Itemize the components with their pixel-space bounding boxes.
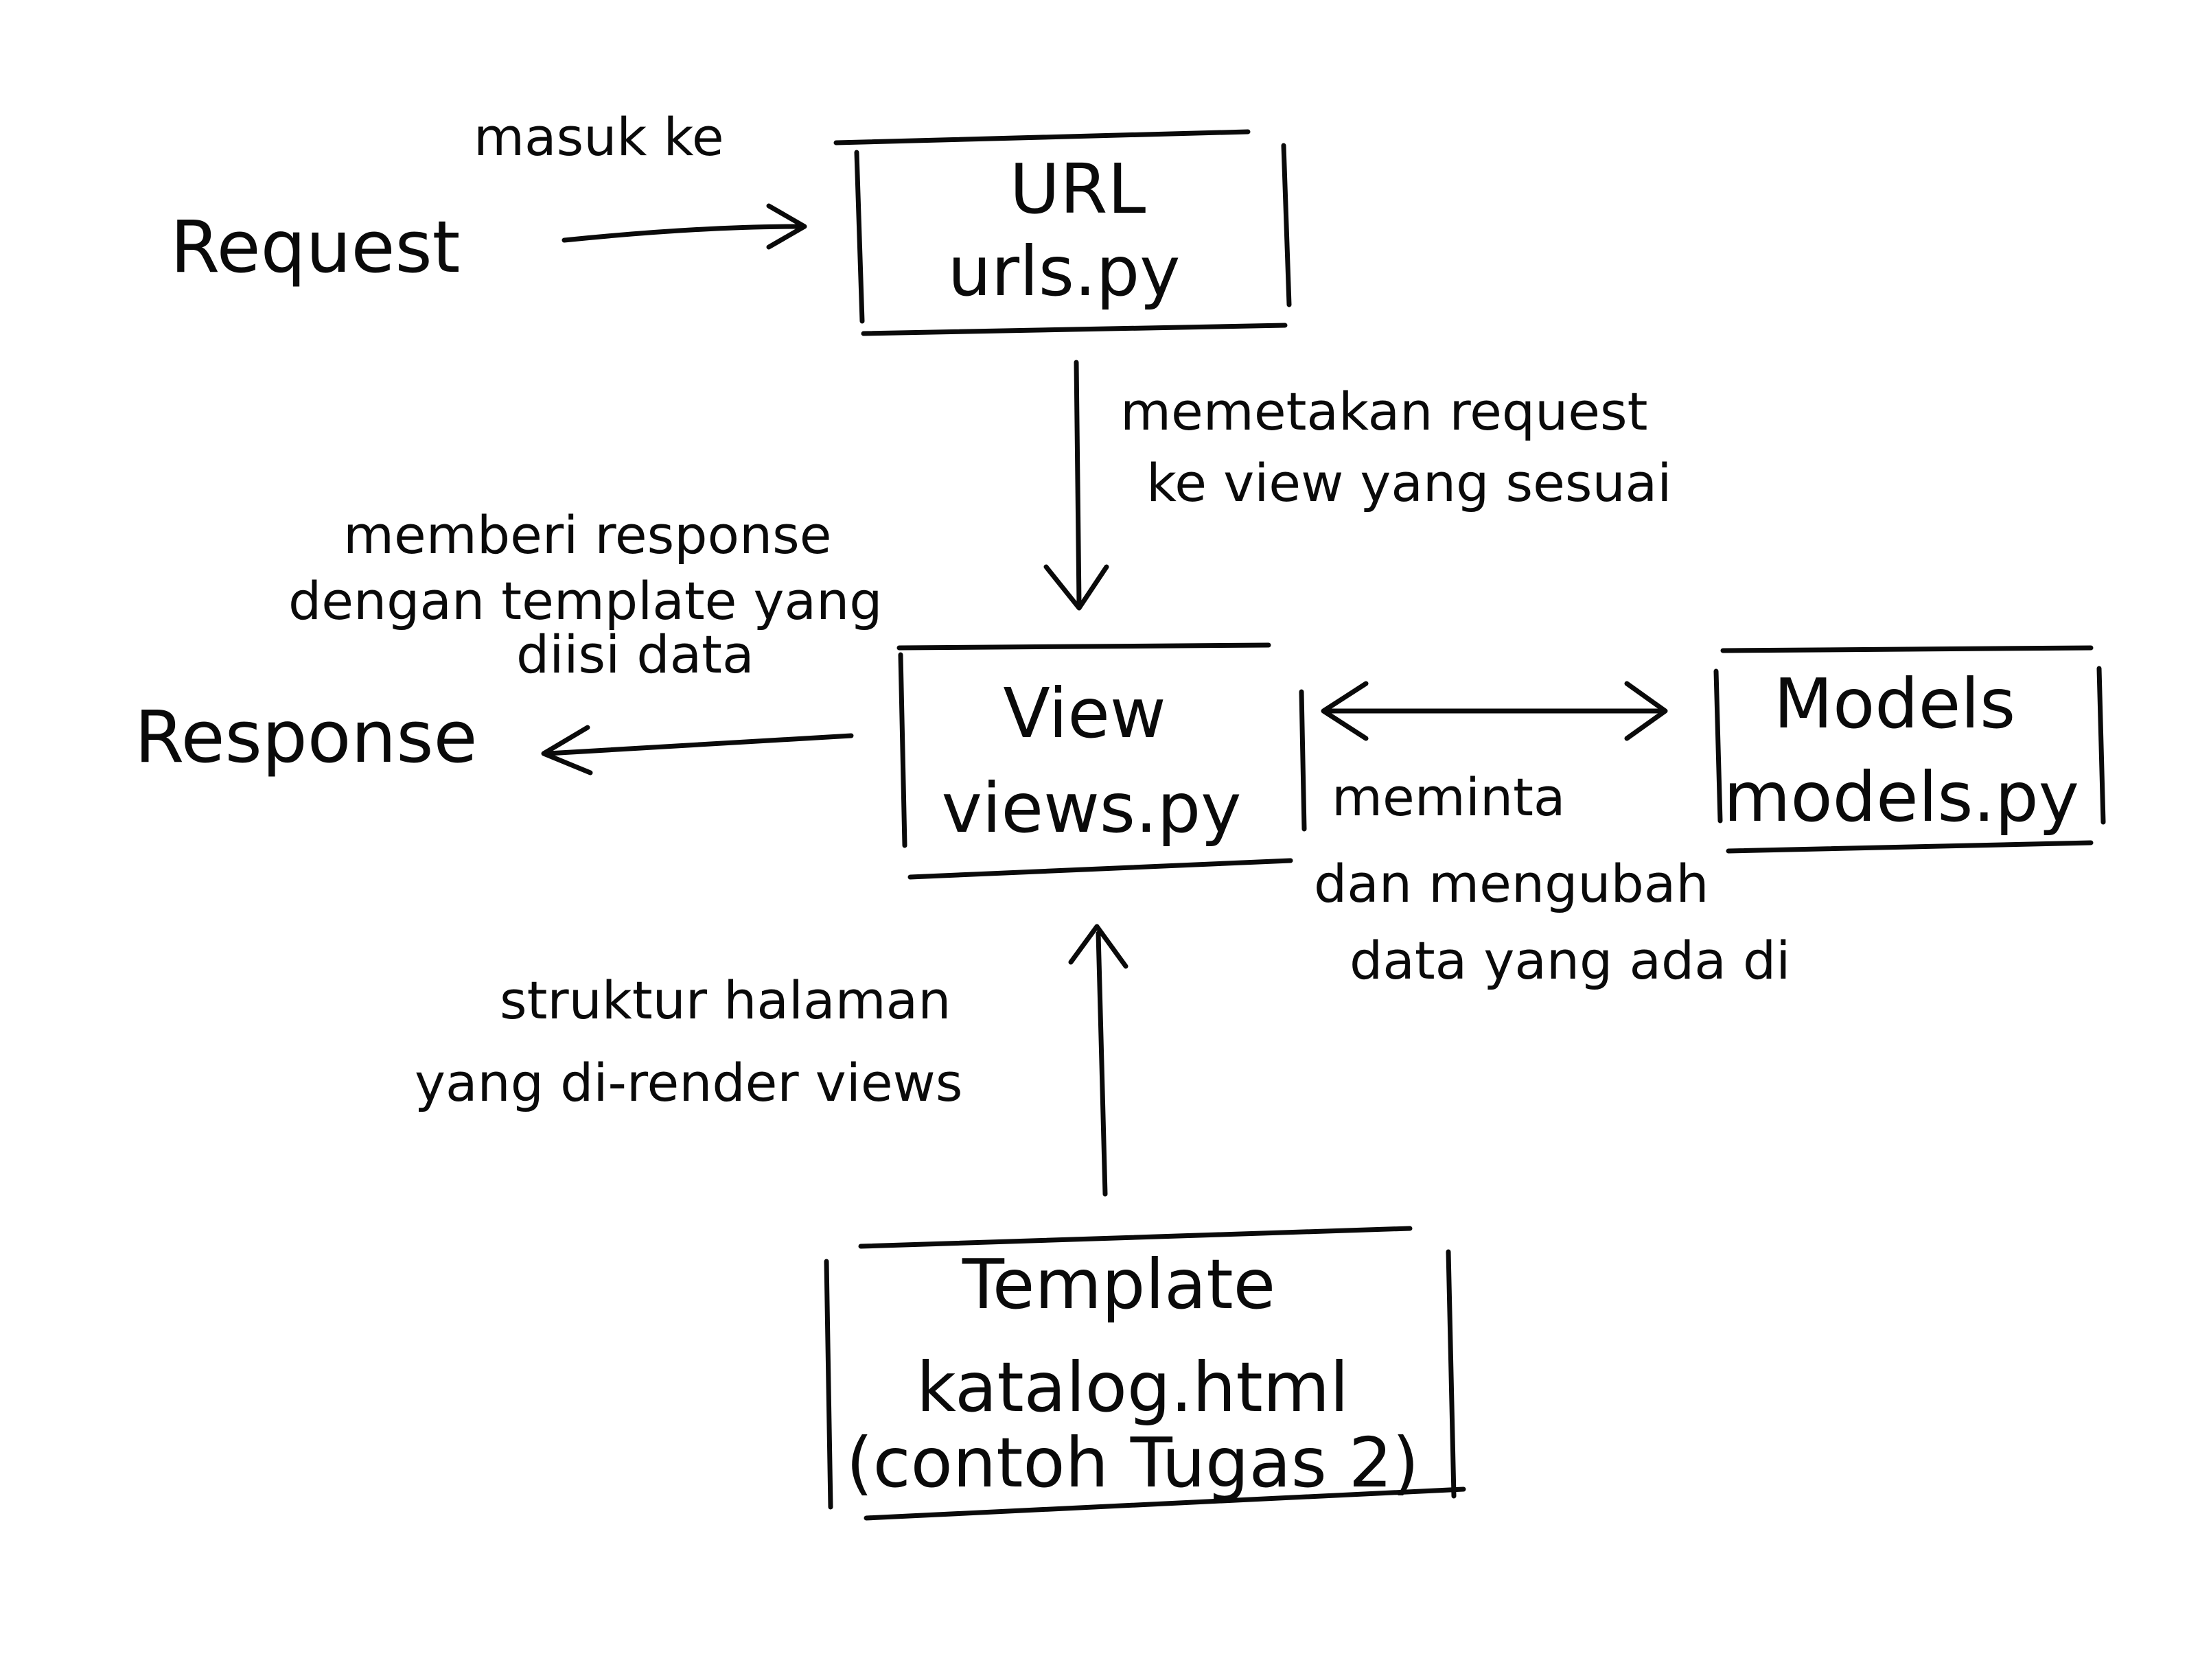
arrow-request-to-url [562, 203, 807, 250]
response-label: Response [135, 695, 477, 779]
arrow-view-models [1321, 681, 1668, 741]
models-box-title: Models [1774, 664, 2015, 744]
arrow-view-to-response [541, 725, 854, 775]
template-box-note: (contoh Tugas 2) [846, 1423, 1420, 1503]
url-box-title: URL [1010, 149, 1146, 229]
label-view-models-line-3: data yang ada di [1350, 930, 1790, 991]
view-box-title: View [1003, 673, 1166, 754]
label-view-to-response-line-2: dengan template yang [288, 570, 883, 631]
arrow-template-to-view [1068, 924, 1128, 1197]
view-box: View views.py [896, 642, 1307, 880]
view-box-file: views.py [942, 768, 1242, 848]
label-view-models: meminta dan mengubah data yang ada di [1314, 767, 1790, 991]
url-box: URL urls.py [833, 129, 1292, 336]
template-box-file: katalog.html [916, 1347, 1349, 1427]
label-view-models-line-1: meminta [1332, 767, 1565, 828]
label-url-to-view-line-1: memetakan request [1120, 381, 1647, 442]
label-url-to-view-line-2: ke view yang sesuai [1146, 452, 1671, 513]
label-view-to-response-line-3: diisi data [516, 624, 754, 685]
label-view-to-response: memberi response dengan template yang di… [288, 504, 883, 685]
label-template-to-view-line-2: yang di-render views [415, 1052, 962, 1113]
label-url-to-view: memetakan request ke view yang sesuai [1120, 381, 1671, 513]
label-template-to-view-line-1: struktur halaman [500, 970, 951, 1031]
label-template-to-view: struktur halaman yang di-render views [415, 970, 962, 1113]
label-masuk-ke: masuk ke [474, 106, 724, 167]
arrow-url-to-view [1043, 360, 1109, 611]
template-box-title: Template [962, 1244, 1275, 1325]
request-label: Request [170, 205, 460, 289]
models-box-file: models.py [1724, 757, 2079, 837]
label-view-to-response-line-1: memberi response [343, 504, 832, 565]
models-box: Models models.py [1713, 645, 2106, 854]
url-box-file: urls.py [948, 231, 1181, 312]
label-view-models-line-2: dan mengubah [1314, 853, 1709, 914]
template-box: Template katalog.html (contoh Tugas 2) [824, 1226, 1466, 1521]
